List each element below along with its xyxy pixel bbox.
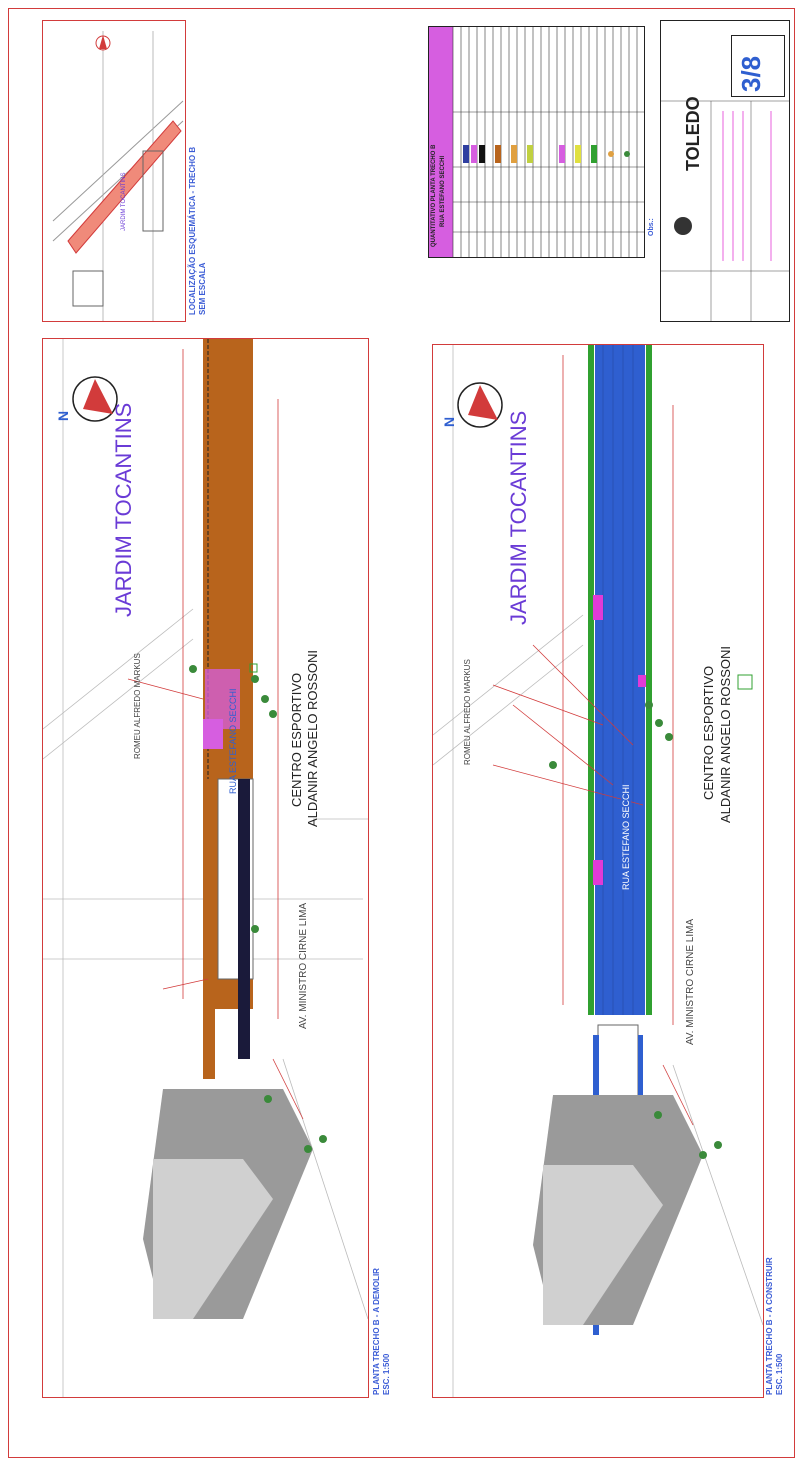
location-map-neighborhood: JARDIM TOCANTINS [121,172,127,231]
location-map-title: LOCALIZAÇÃO ESQUEMÁTICA - TRECHO B [188,146,197,315]
plan-build: JARDIM TOCANTINS RUA ESTEFANO SECCHI ROM… [432,344,764,1398]
quantity-table-header [429,27,453,257]
plan-build-cross-street: ROMEU ALFREDO MARKUS [463,659,472,765]
plan-demolish-north: N [55,410,71,421]
plan-build-venue-1: CENTRO ESPORTIVO [701,665,716,800]
plan-demolish-scale: ESC. 1:500 [382,1353,391,1395]
plan-demolish-venue-1: CENTRO ESPORTIVO [289,672,304,807]
title-block: 3/8 TOLEDO [660,20,790,322]
plan-build-scale: ESC. 1:500 [775,1353,784,1395]
plan-build-north: N [441,416,457,427]
quantity-table: QUANTITATIVO PLANTA TRECHO B RUA ESTEFAN… [428,26,645,258]
plan-build-caption: PLANTA TRECHO B - A CONSTRUIR [765,1257,774,1395]
location-map-scale: SEM ESCALA [198,262,207,315]
plan-demolish-cross-street: ROMEU ALFREDO MARKUS [133,653,142,759]
plan-build-avenue: AV. MINISTRO CIRNE LIMA [685,918,696,1045]
plan-demolish-venue-2: ALDANIR ANGELO ROSSONI [305,650,320,827]
title-block-lines [661,100,789,321]
plan-demolish-neighborhood: JARDIM TOCANTINS [111,402,136,617]
plan-demolish-drawing [42,339,369,1397]
plan-build-street: RUA ESTEFANO SECCHI [621,784,631,890]
sheet-number-box: 3/8 [731,35,785,97]
plan-demolish-street: RUA ESTEFANO SECCHI [228,688,238,794]
location-map-drawing [52,31,184,321]
notes-label: Obs.: [648,218,655,236]
plan-demolish: JARDIM TOCANTINS RUA ESTEFANO SECCHI ROM… [42,338,369,1398]
location-map: JARDIM TOCANTINS [42,20,186,322]
plan-build-drawing [432,345,764,1397]
plan-build-neighborhood: JARDIM TOCANTINS [506,410,531,625]
plan-demolish-caption: PLANTA TRECHO B - A DEMOLIR [372,1268,381,1395]
quantity-table-grid [452,27,644,257]
sheet-frame [8,8,795,1458]
plan-build-venue-2: ALDANIR ANGELO ROSSONI [718,646,733,823]
plan-demolish-avenue: AV. MINISTRO CIRNE LIMA [298,902,309,1029]
